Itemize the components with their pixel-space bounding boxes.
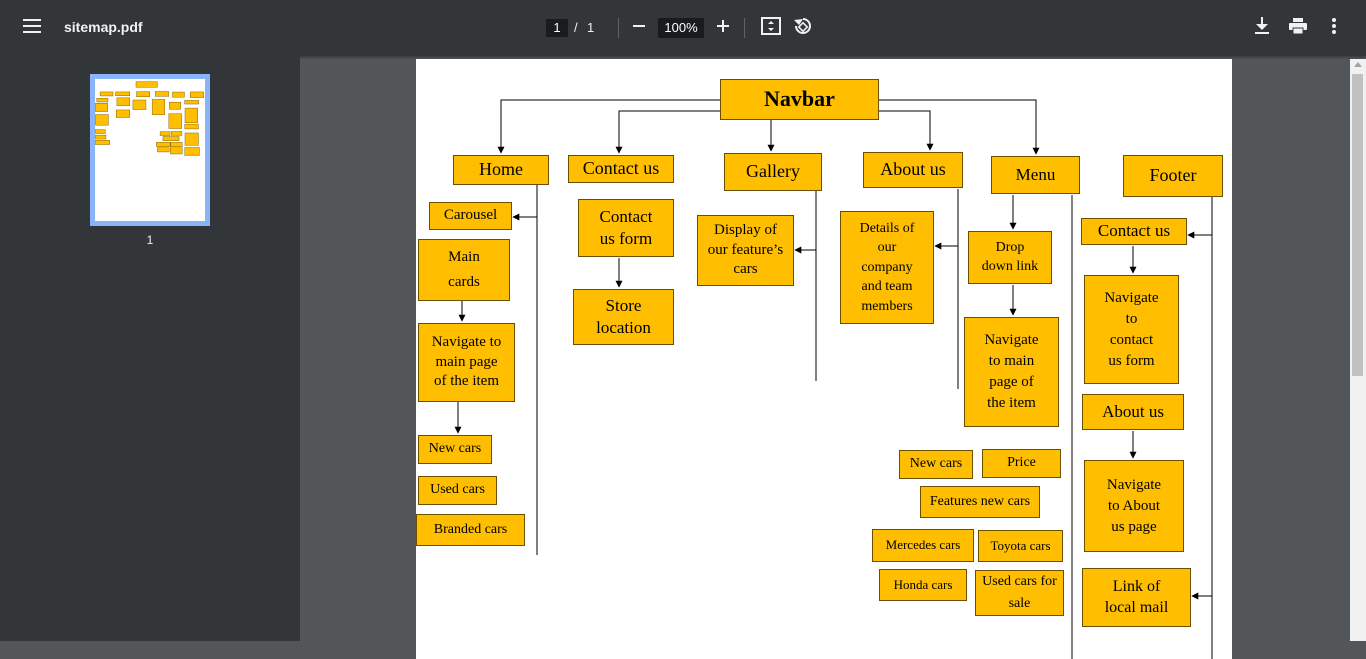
node-menu-new-cars: New cars xyxy=(899,450,973,479)
node-footer-contact: Contact us xyxy=(1081,218,1187,245)
thumbnail-page-number: 1 xyxy=(146,233,154,247)
node-home-navigate: Navigate to main page of the item xyxy=(418,323,515,402)
node-footer: Footer xyxy=(1123,155,1223,197)
node-menu-navigate: Navigate to main page of the item xyxy=(964,317,1059,427)
node-price: Price xyxy=(982,449,1061,478)
node-contact-us: Contact us xyxy=(568,155,674,183)
menu-button[interactable] xyxy=(16,14,48,42)
node-main-cards: Main cards xyxy=(418,239,510,301)
node-toyota-cars: Toyota cars xyxy=(978,530,1063,562)
sitemap-connectors xyxy=(454,99,1213,659)
menu-icon xyxy=(23,18,41,38)
node-branded-cars: Branded cars xyxy=(416,514,525,546)
rotate-icon xyxy=(793,16,813,41)
zoom-in-icon xyxy=(716,19,730,38)
rotate-button[interactable] xyxy=(789,14,817,42)
pdf-toolbar: sitemap.pdf 1 / 1 100% xyxy=(0,0,1366,56)
download-button[interactable] xyxy=(1248,14,1276,42)
node-carousel: Carousel xyxy=(429,202,512,230)
zoom-level-input[interactable]: 100% xyxy=(658,18,704,38)
page-separator: / xyxy=(574,20,578,35)
node-honda-cars: Honda cars xyxy=(879,569,967,601)
total-pages: 1 xyxy=(587,20,595,35)
zoom-in-button[interactable] xyxy=(709,14,737,42)
print-button[interactable] xyxy=(1284,14,1312,42)
node-menu: Menu xyxy=(991,156,1080,194)
node-contact-form: Contact us form xyxy=(578,199,674,257)
node-footer-navigate-contact: Navigate to contact us form xyxy=(1084,275,1179,384)
node-new-cars: New cars xyxy=(418,435,492,464)
node-navbar: Navbar xyxy=(720,79,879,120)
more-actions-button[interactable] xyxy=(1320,14,1348,42)
node-features-new-cars: Features new cars xyxy=(920,486,1040,518)
print-icon xyxy=(1289,17,1307,39)
node-dropdown-link: Drop down link xyxy=(968,231,1052,284)
scrollbar-thumb[interactable] xyxy=(1352,74,1363,376)
pdf-page: Navbar Home Contact us Gallery About us … xyxy=(416,59,1232,659)
thumbnail-diagram xyxy=(95,81,204,156)
node-home: Home xyxy=(453,155,549,185)
download-icon xyxy=(1254,16,1270,40)
node-local-mail: Link of local mail xyxy=(1082,568,1191,627)
node-about-us: About us xyxy=(863,152,963,188)
fit-page-button[interactable] xyxy=(757,14,785,42)
node-about-details: Details of our company and team members xyxy=(840,211,934,324)
node-gallery: Gallery xyxy=(724,153,822,191)
more-icon xyxy=(1332,17,1336,39)
toolbar-divider xyxy=(618,18,619,38)
node-used-cars-for-sale: Used cars for sale xyxy=(975,570,1064,616)
scroll-up-arrow-icon[interactable] xyxy=(1354,62,1362,67)
node-footer-about: About us xyxy=(1082,394,1184,430)
fit-page-icon xyxy=(761,16,781,40)
toolbar-divider xyxy=(744,18,745,38)
document-title: sitemap.pdf xyxy=(64,19,143,35)
node-mercedes-cars: Mercedes cars xyxy=(872,529,974,562)
page-thumbnail[interactable] xyxy=(90,74,210,226)
node-gallery-display: Display of our feature’s cars xyxy=(697,215,794,286)
node-store-location: Store location xyxy=(573,289,674,345)
zoom-out-button[interactable] xyxy=(625,14,653,42)
thumbnail-preview xyxy=(95,79,205,221)
node-used-cars: Used cars xyxy=(418,476,497,505)
node-footer-navigate-about: Navigate to About us page xyxy=(1084,460,1184,552)
page-number-input[interactable]: 1 xyxy=(546,19,568,37)
zoom-out-icon xyxy=(632,19,646,38)
